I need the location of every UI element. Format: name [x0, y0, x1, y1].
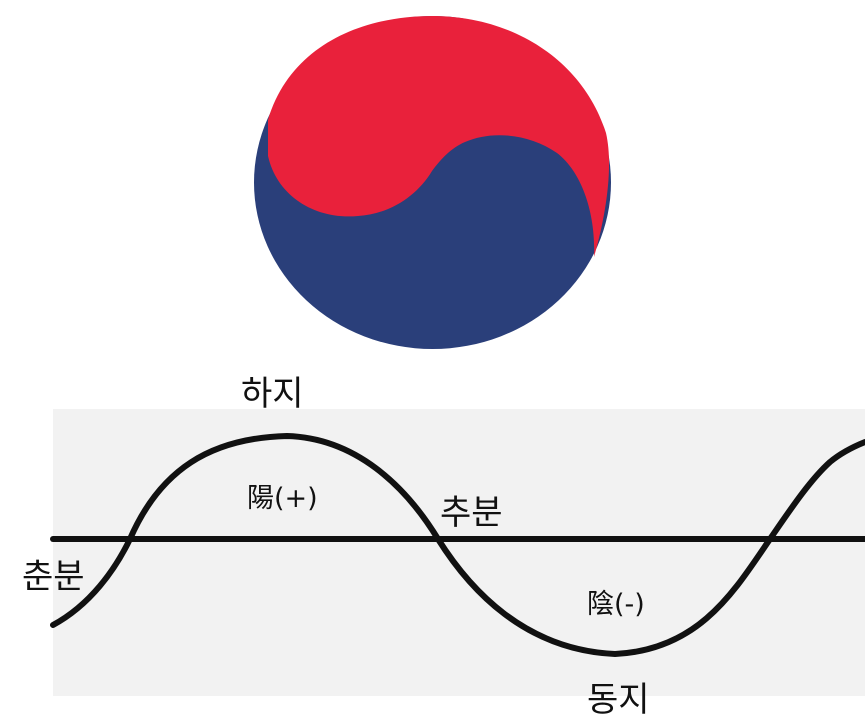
- spring-equinox-label: 춘분: [22, 557, 85, 597]
- summer-solstice-label: 하지: [241, 374, 304, 414]
- taegeuk-icon: [254, 16, 611, 349]
- seasonal-wave: [50, 433, 865, 657]
- yin-label: 陰(-): [587, 589, 645, 620]
- yang-label: 陽(+): [247, 483, 318, 514]
- winter-solstice-label: 동지: [587, 680, 650, 720]
- taegeuk-red-half: [268, 16, 610, 257]
- wave-panel: [53, 409, 865, 696]
- taegeuk-symbol: [254, 16, 611, 349]
- autumn-equinox-label: 추분: [440, 493, 503, 533]
